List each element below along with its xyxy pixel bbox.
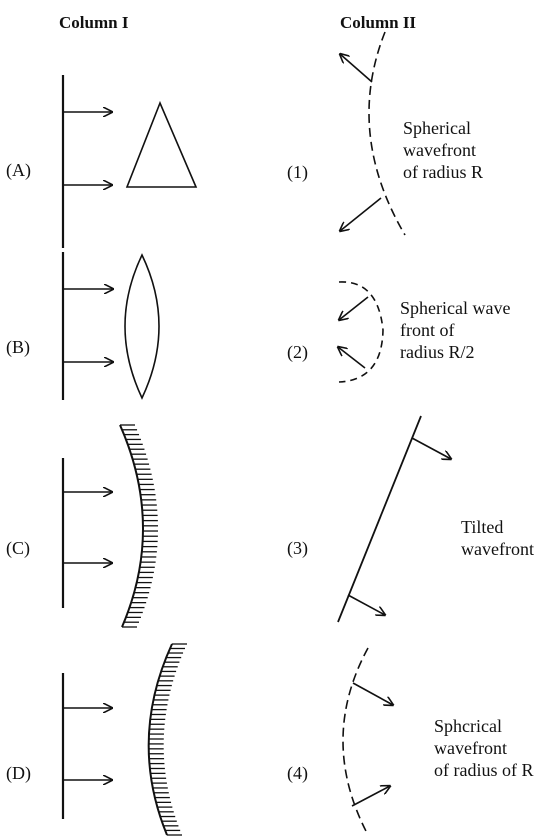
mirror-d-hatching <box>148 643 187 836</box>
row-4-description: Sphcrical wavefront of radius of R <box>434 716 534 780</box>
row-d-label: (D) <box>6 763 31 783</box>
row-d-left-figure <box>61 643 187 836</box>
ray-arrow-2-upper <box>339 296 369 320</box>
row-3-right-figure <box>337 415 451 623</box>
row-4-right-figure <box>342 647 393 836</box>
concave-mirror-icon <box>119 424 144 628</box>
row-4-label: (4) <box>287 763 308 783</box>
row-1-right-figure <box>340 31 406 236</box>
row-2-description: Spherical wave front of radius R/2 <box>400 298 511 362</box>
row-3-description: Tilted wavefront <box>461 517 534 559</box>
ray-arrow-4-upper <box>352 682 393 705</box>
mirror-c-hatching <box>120 424 159 628</box>
prism-icon <box>125 100 198 188</box>
convex-lens-icon <box>124 253 160 400</box>
row-c-label: (C) <box>6 538 30 558</box>
row-2-label: (2) <box>287 342 308 362</box>
row-3-label: (3) <box>287 538 308 558</box>
row-2-right-figure <box>338 281 384 383</box>
row-1-label: (1) <box>287 162 308 182</box>
ray-arrow-3-upper <box>411 437 451 459</box>
row-1-description: Spherical wavefront of radius R <box>403 118 483 182</box>
ray-arrow-4-lower <box>351 786 390 807</box>
row-a-label: (A) <box>6 160 31 180</box>
row-c-left-figure <box>61 424 159 628</box>
spherical-wavefront-1 <box>368 31 406 236</box>
tilted-wavefront-3 <box>337 415 422 623</box>
column-1-header: Column I <box>59 13 129 32</box>
spherical-wavefront-4 <box>342 647 369 836</box>
ray-arrow-2-lower <box>338 347 366 369</box>
ray-arrow-1-upper <box>340 54 373 83</box>
spherical-wavefront-2 <box>338 281 384 383</box>
row-b-label: (B) <box>6 337 30 357</box>
ray-arrow-1-lower <box>340 197 382 231</box>
ray-arrow-3-lower <box>347 594 385 615</box>
row-b-left-figure <box>61 252 160 400</box>
column-2-header: Column II <box>340 13 417 32</box>
row-a-left-figure <box>61 75 198 248</box>
